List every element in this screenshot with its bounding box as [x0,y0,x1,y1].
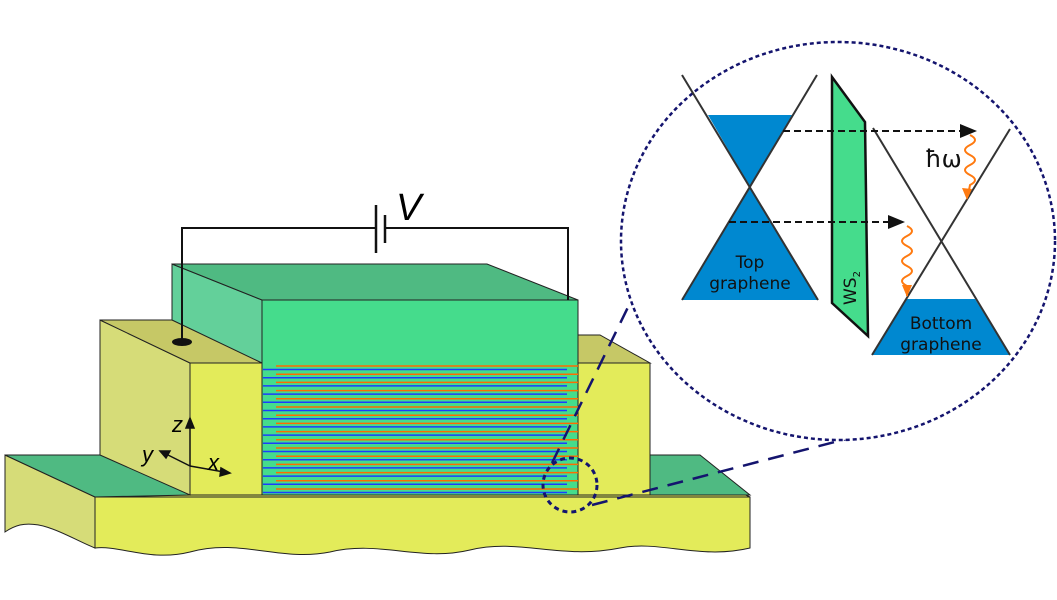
photon-energy-label: ħω [925,145,962,173]
photon-emission-icon [901,134,976,296]
right-contact-strip [649,454,752,496]
circuit [181,205,569,340]
layer-stripes [263,365,578,494]
arrowhead-icon [960,124,977,138]
heterostructure-stack [171,263,579,496]
axis-x-label: x [207,450,220,475]
band-diagram-inset: Top graphene WS2 Bottom graphene ħω [681,73,1011,356]
tunneling-arrows [729,130,962,223]
arrowhead-icon [888,215,905,229]
right-electrode [577,334,652,496]
voltage-label: V [396,187,425,229]
bottom-graphene-label: Bottom [910,314,972,334]
axis-y-label: y [140,442,155,467]
ws2-barrier [830,73,870,339]
contact-dot [172,338,192,346]
axis-z-label: z [171,412,183,437]
top-graphene-cone [681,74,819,301]
top-graphene-label-2: graphene [709,274,790,294]
bottom-graphene-label-2: graphene [900,335,981,355]
axes [158,415,232,478]
ws2-label: WS2 [841,271,863,305]
bottom-graphene-cone [871,127,1011,356]
top-graphene-label: Top [735,253,765,273]
